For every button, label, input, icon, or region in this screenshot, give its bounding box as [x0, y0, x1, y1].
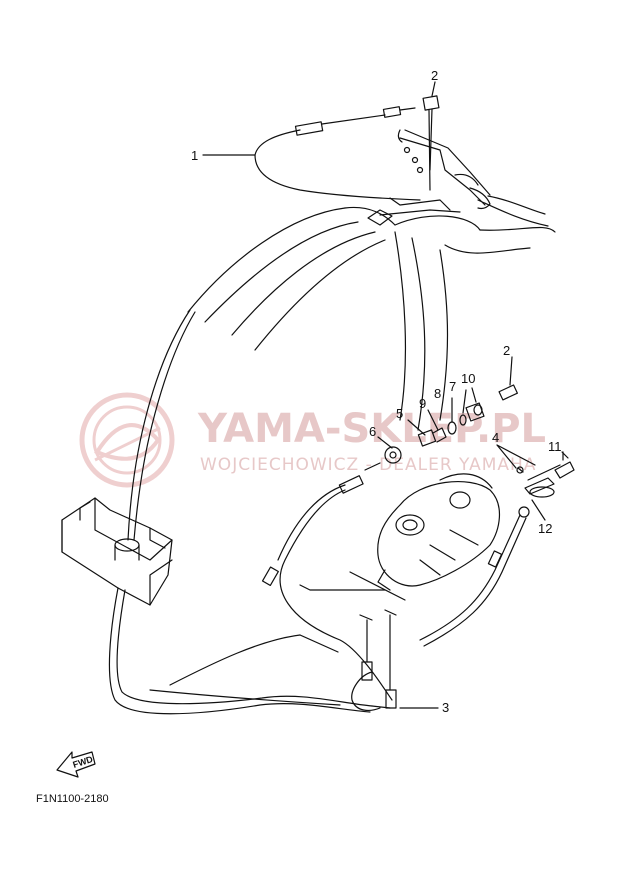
callout-11: 11 [548, 439, 562, 454]
watermark-logo-icon [79, 392, 175, 488]
callout-7: 7 [449, 379, 456, 394]
fwd-arrow-icon: FWD [56, 751, 96, 778]
callout-5: 5 [396, 406, 403, 421]
callout-6: 6 [369, 424, 376, 439]
callout-2-right: 2 [503, 343, 510, 358]
callout-3: 3 [442, 700, 449, 715]
callout-2-top: 2 [431, 68, 438, 83]
watermark-title: YAMA-SKLEP.PL [197, 406, 546, 452]
callout-12: 12 [538, 521, 552, 536]
watermark-subtitle: WOJCIECHOWICZ - DEALER YAMAHA [200, 455, 536, 475]
callout-numbers: 1 2 2 3 4 5 6 7 8 9 10 11 12 [191, 68, 562, 715]
reference-code: F1N1100-2180 [36, 793, 109, 805]
watermark: YAMA-SKLEP.PL WOJCIECHOWICZ - DEALER YAM… [79, 392, 546, 488]
callout-9: 9 [419, 396, 426, 411]
hull-drawing [61, 81, 575, 715]
callout-1: 1 [191, 148, 198, 163]
callout-4: 4 [492, 430, 499, 445]
callout-10: 10 [461, 371, 475, 386]
callout-8: 8 [434, 386, 441, 401]
